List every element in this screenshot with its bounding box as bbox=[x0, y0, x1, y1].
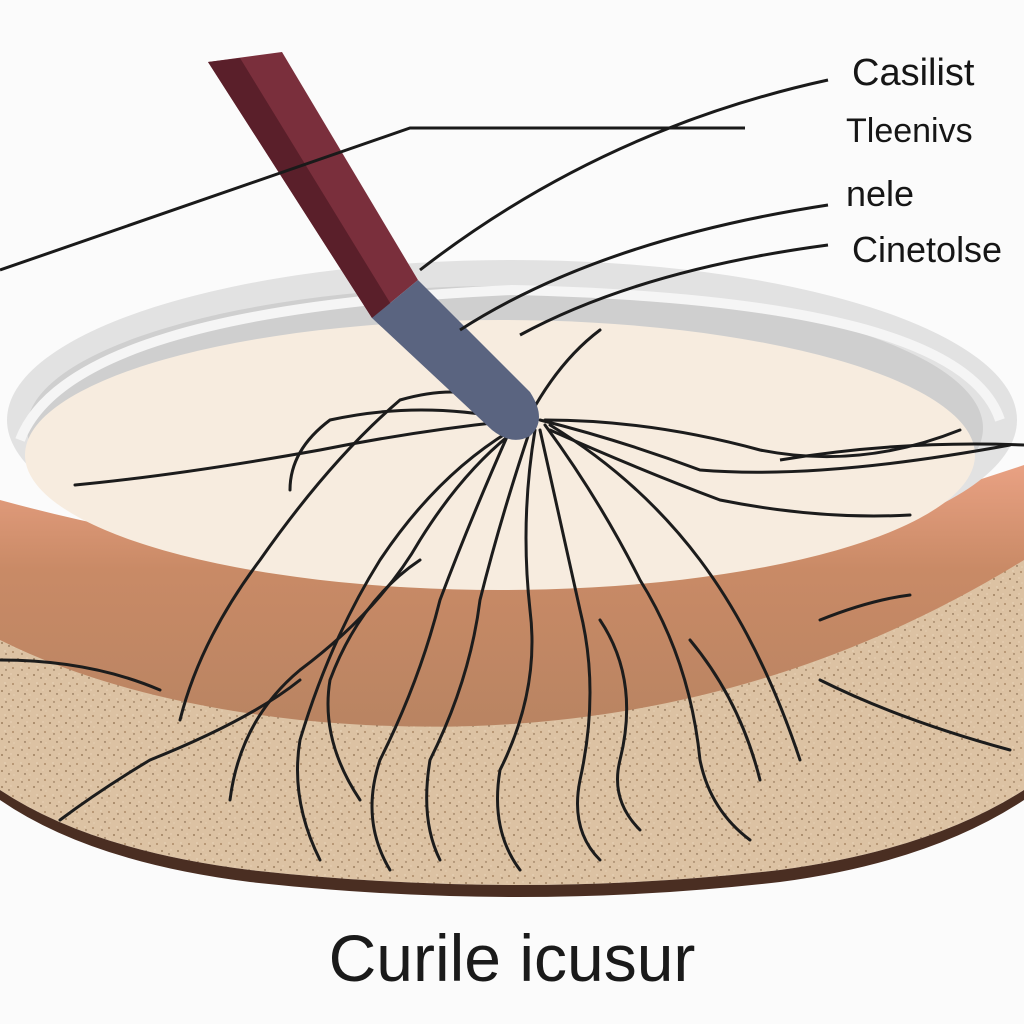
label-1: Casilist bbox=[852, 52, 975, 94]
root-strand bbox=[178, 390, 512, 722]
caption: Curile icusur bbox=[328, 921, 696, 995]
root-strand bbox=[688, 638, 762, 782]
leader-line bbox=[419, 78, 829, 272]
root-strand bbox=[288, 408, 517, 492]
root-strand bbox=[425, 428, 532, 862]
dish bbox=[0, 260, 1024, 897]
root-strand bbox=[73, 418, 522, 487]
root-strand bbox=[296, 423, 522, 862]
probe-tip bbox=[372, 280, 539, 440]
root-strand bbox=[543, 418, 962, 459]
label-2: Tleenivs bbox=[846, 112, 973, 150]
root-strand bbox=[818, 593, 912, 622]
root-strand bbox=[496, 428, 537, 872]
label-4: Cinetolse bbox=[852, 229, 1003, 270]
probe-shaft-shade bbox=[208, 58, 392, 318]
root-strand bbox=[598, 618, 642, 832]
label-3: nele bbox=[846, 173, 915, 214]
root-strand bbox=[528, 328, 602, 417]
root-strand bbox=[538, 418, 1012, 474]
root-strand bbox=[538, 428, 602, 862]
root-strand bbox=[818, 678, 1012, 752]
root-strand bbox=[370, 428, 512, 872]
leader-line bbox=[779, 442, 1024, 462]
tissue-band bbox=[0, 465, 1024, 727]
root-strand bbox=[548, 428, 912, 518]
leader-line bbox=[519, 243, 829, 337]
rim-highlight bbox=[15, 284, 1005, 442]
leader-line bbox=[459, 203, 829, 332]
root-strand bbox=[548, 423, 802, 762]
leader-lines bbox=[0, 78, 1024, 462]
root-strand bbox=[58, 678, 302, 822]
root-strand bbox=[543, 423, 752, 842]
root-network bbox=[0, 328, 1012, 872]
probe bbox=[208, 52, 539, 440]
root-strand bbox=[0, 658, 162, 692]
leader-line bbox=[0, 126, 745, 272]
root-strand bbox=[326, 558, 422, 802]
